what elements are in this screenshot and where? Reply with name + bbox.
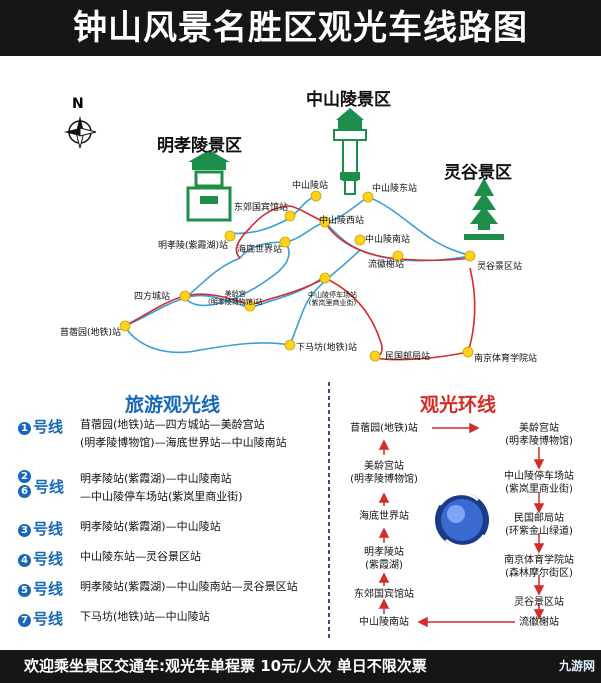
route-number-badge: 3 bbox=[18, 524, 31, 537]
station-label-shouxuyuan: 苜蓿园(地铁)站 bbox=[60, 328, 122, 338]
page-title: 钟山风景名胜区观光车线路图 bbox=[0, 0, 601, 56]
north-arrow-icon bbox=[64, 116, 97, 149]
loop-left-station: 明孝陵站 (紫霞湖) bbox=[364, 547, 404, 571]
linggu-pagoda-icon bbox=[464, 178, 504, 240]
route-number-suffix: 号线 bbox=[33, 550, 64, 568]
loop-left-station: 海底世界站 bbox=[359, 511, 409, 522]
route-stops: 下马坊(地铁)站—中山陵站 bbox=[80, 608, 210, 626]
station-label-meiling: 美龄宫 (明孝陵博物馆)站 bbox=[208, 290, 263, 306]
route-stops-line: 中山陵东站—灵谷景区站 bbox=[80, 550, 201, 563]
route-number-suffix: 号线 bbox=[33, 580, 64, 598]
station-label-parking: 中山陵停车场站 (紫岚里商业街) bbox=[308, 291, 357, 307]
loop-left-station: 美龄宫站 (明孝陵博物馆) bbox=[350, 461, 418, 485]
loop-circle-icon bbox=[435, 492, 489, 548]
station-label-sifangcheng: 四方城站 bbox=[134, 292, 171, 302]
area-label-mingxiaoling: 明孝陵景区 bbox=[157, 136, 242, 156]
route-stops-line: 苜蓿园(地铁)站—四方城站—美龄宫站 bbox=[80, 418, 265, 431]
station-dot-mingxiaoling-zixia bbox=[224, 230, 236, 242]
watermark-logo: 九游网 bbox=[558, 659, 595, 673]
route-number-badge: 1 bbox=[18, 422, 31, 435]
loop-panel-title: 观光环线 bbox=[420, 394, 497, 416]
loop-left-station: 苜蓿园(地铁)站 bbox=[350, 423, 418, 434]
station-dot-shouxuyuan bbox=[119, 320, 131, 332]
route-stops: 苜蓿园(地铁)站—四方城站—美龄宫站 (明孝陵博物馆)—海底世界站—中山陵南站 bbox=[80, 416, 287, 452]
blue-route-lines bbox=[124, 195, 471, 354]
mingxiaoling-building-icon bbox=[186, 150, 232, 222]
station-dot-nanjing-sports bbox=[462, 346, 474, 358]
red-loop-line bbox=[124, 205, 476, 361]
station-label-haidi: 海底世界站 bbox=[237, 245, 283, 255]
route-number-badge: 4 bbox=[18, 554, 31, 567]
loop-right-station: 灵谷景区站 bbox=[514, 597, 564, 608]
station-dot-xumaofang bbox=[284, 339, 296, 351]
route-number-suffix: 号线 bbox=[33, 520, 64, 538]
station-label-minguo-post: 民国邮局站 bbox=[385, 352, 431, 362]
route-number-badge: 5 bbox=[18, 584, 31, 597]
route-stops: 明孝陵站(紫霞湖)—中山陵南站 —中山陵停车场站(紫岚里商业街) bbox=[80, 470, 243, 506]
route-stops-line: 明孝陵站(紫霞湖)—中山陵南站 bbox=[80, 472, 232, 485]
loop-right-station: 民国邮局站 (环紫金山绿道) bbox=[505, 513, 573, 537]
station-label-lingguvalley: 灵谷景区站 bbox=[477, 262, 523, 272]
station-dot-zhongshanling-west bbox=[319, 216, 331, 228]
station-label-zhongshanling-east: 中山陵东站 bbox=[372, 184, 418, 194]
station-dot-minguo-post bbox=[369, 350, 381, 362]
station-dot-zhongshanling-south bbox=[354, 234, 366, 246]
station-dot-parking bbox=[319, 272, 331, 284]
loop-right-station: 流徽榭站 bbox=[519, 617, 559, 628]
loop-right-station: 南京体育学院站 (森林摩尔街区) bbox=[504, 555, 574, 579]
route-stops-line: 明孝陵站(紫霞湖)—中山陵站 bbox=[80, 520, 221, 533]
route-stops-line: —中山陵停车场站(紫岚里商业街) bbox=[80, 490, 243, 503]
station-dot-sifangcheng bbox=[179, 290, 191, 302]
loop-left-station: 中山陵南站 bbox=[359, 617, 409, 628]
tour-panel-title: 旅游观光线 bbox=[125, 394, 221, 416]
station-label-mingxiaoling-zixia: 明孝陵(紫霞湖)站 bbox=[158, 241, 229, 251]
route-stops: 明孝陵站(紫霞湖)—中山陵站 bbox=[80, 518, 221, 536]
station-label-nanjing-sports: 南京体育学院站 bbox=[474, 354, 538, 364]
station-dot-zhongshanling bbox=[310, 190, 322, 202]
station-dot-lingguvalley bbox=[464, 250, 476, 262]
route-stops: 中山陵东站—灵谷景区站 bbox=[80, 548, 201, 566]
area-label-linggu: 灵谷景区 bbox=[444, 163, 512, 183]
footer-text: 欢迎乘坐景区交通车:观光车单程票 10元/人次 单日不限次票 bbox=[24, 657, 427, 675]
station-label-zhongshanling-west: 中山陵西站 bbox=[319, 216, 365, 226]
station-dot-zhongshanling-east bbox=[362, 191, 374, 203]
station-label-zhongshanling-south: 中山陵南站 bbox=[365, 235, 411, 245]
route-stops-line: 下马坊(地铁)站—中山陵站 bbox=[80, 610, 210, 623]
station-label-zhongshanling: 中山陵站 bbox=[292, 181, 329, 191]
route-number-suffix: 号线 bbox=[34, 478, 65, 496]
loop-right-station: 中山陵停车场站 (紫岚里商业街) bbox=[504, 471, 574, 495]
route-stops: 明孝陵站(紫霞湖)—中山陵南站—灵谷景区站 bbox=[80, 578, 298, 596]
route-number-suffix: 号线 bbox=[33, 418, 64, 436]
route-number-badge: 6 bbox=[18, 485, 31, 498]
route-stops-line: 明孝陵站(紫霞湖)—中山陵南站—灵谷景区站 bbox=[80, 580, 298, 593]
station-label-liuhuixie: 流徽榭站 bbox=[368, 260, 405, 270]
station-label-xumaofang: 下马坊(地铁)站 bbox=[296, 343, 358, 353]
north-label: N bbox=[72, 96, 84, 112]
route-map bbox=[64, 108, 545, 640]
route-number-suffix: 号线 bbox=[33, 610, 64, 628]
station-label-dongjiao: 东郊国宾馆站 bbox=[234, 203, 289, 213]
station-dot-dongjiao bbox=[284, 210, 296, 222]
loop-right-station: 美龄宫站 (明孝陵博物馆) bbox=[505, 423, 573, 447]
station-dot-liuhuixie bbox=[392, 250, 404, 262]
station-dot-haidi bbox=[279, 236, 291, 248]
loop-left-station: 东郊国宾馆站 bbox=[354, 589, 414, 600]
footer-bar: 欢迎乘坐景区交通车:观光车单程票 10元/人次 单日不限次票 九游网 bbox=[0, 650, 601, 683]
route-stops-line: (明孝陵博物馆)—海底世界站—中山陵南站 bbox=[80, 436, 287, 449]
loop-arrows bbox=[378, 422, 545, 628]
zhongshanling-mausoleum-icon bbox=[333, 108, 367, 195]
area-label-zhongshanling: 中山陵景区 bbox=[306, 90, 391, 110]
route-number-badge: 7 bbox=[18, 614, 31, 627]
route-number-badge: 2 bbox=[18, 470, 31, 483]
station-dot-meiling bbox=[244, 300, 256, 312]
